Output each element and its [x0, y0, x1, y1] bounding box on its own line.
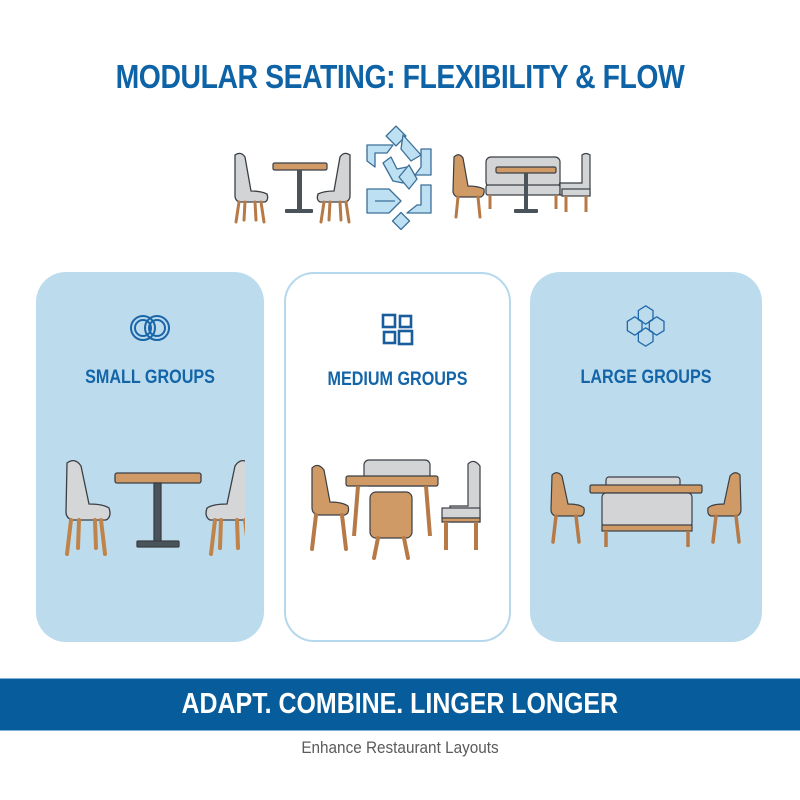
- right-seating-set: [452, 152, 591, 219]
- tagline-text: ADAPT. COMBINE. LINGER LONGER: [181, 688, 619, 720]
- card-small-groups: SMALL GROUPS: [36, 272, 264, 642]
- four-squares-icon: [286, 312, 509, 348]
- hexagon-cluster-icon: [530, 305, 762, 347]
- card-medium-groups: MEDIUM GROUPS: [284, 272, 511, 642]
- card-large-groups: LARGE GROUPS: [530, 272, 762, 642]
- tagline-banner: ADAPT. COMBINE. LINGER LONGER: [0, 678, 800, 731]
- card-label: SMALL GROUPS: [85, 367, 215, 388]
- table-chairs-and-bench-illustration: [286, 456, 509, 561]
- page-title: MODULAR SEATING: FLEXIBILITY & FLOW: [115, 58, 685, 95]
- left-seating-set: [233, 151, 352, 224]
- hero-illustration: [230, 125, 600, 231]
- long-table-with-benches-illustration: [530, 467, 762, 547]
- interlocking-rings-icon: [36, 310, 264, 346]
- two-chairs-square-table-illustration: [36, 457, 264, 557]
- card-label: MEDIUM GROUPS: [327, 369, 468, 390]
- modular-arrows-icon: [366, 125, 432, 231]
- card-label: LARGE GROUPS: [580, 367, 712, 388]
- footer-subtitle: Enhance Restaurant Layouts: [301, 738, 499, 757]
